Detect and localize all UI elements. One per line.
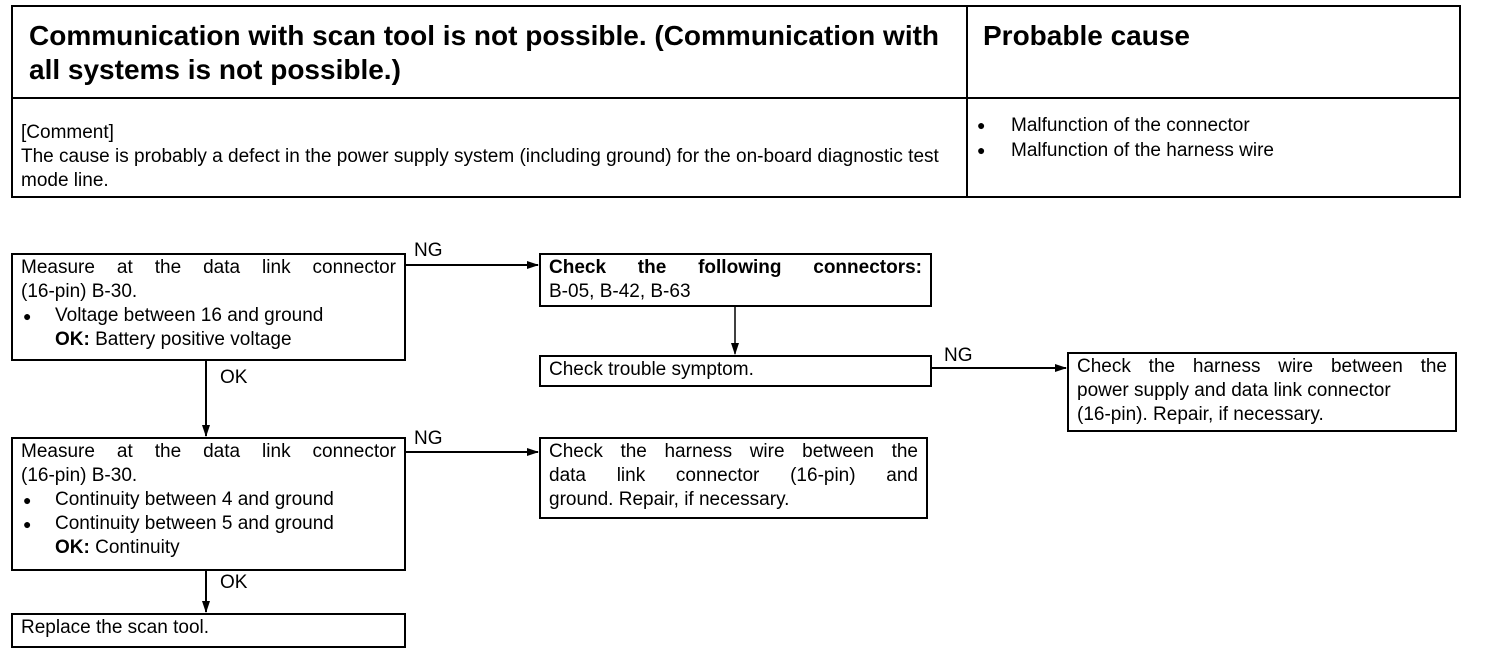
check-power-harness-box: Check the harness wire between the power… — [1067, 352, 1457, 432]
box3-text: Check trouble symptom. — [549, 359, 754, 380]
box6-line1: Check the harness wire between the — [549, 441, 918, 462]
box2-line1: Check the following connectors: — [549, 257, 922, 278]
cause-list: Malfunction of the connector Malfunction… — [977, 113, 1274, 163]
ok-label: OK: — [55, 537, 90, 558]
box1-line2: (16-pin) B-30. — [21, 281, 138, 302]
page-title: Communication with scan tool is not poss… — [29, 20, 940, 85]
measure-voltage-box: Measure at the data link connector (16-p… — [11, 253, 406, 361]
box1-bullet: Voltage between 16 and ground — [21, 304, 396, 328]
ok-label-2: OK — [220, 572, 248, 593]
comment-block: [Comment] The cause is probably a defect… — [21, 121, 961, 193]
box1-line1: Measure at the data link connector — [21, 257, 396, 278]
header-table: Communication with scan tool is not poss… — [11, 5, 1461, 198]
check-symptom-box: Check trouble symptom. — [539, 355, 932, 387]
box5-line1: Measure at the data link connector — [21, 441, 396, 462]
ng-label-3: NG — [414, 428, 443, 449]
box4-line2: power supply and data link connector — [1077, 380, 1391, 401]
ng-label-1: NG — [414, 240, 443, 261]
comment-text: The cause is probably a defect in the po… — [21, 146, 939, 191]
ok-label-1: OK — [220, 367, 248, 388]
box6-line2: data link connector (16-pin) and — [549, 465, 918, 486]
box4-line1: Check the harness wire between the — [1077, 356, 1447, 377]
box2-line2: B-05, B-42, B-63 — [549, 281, 691, 302]
box1-ok: OK: Battery positive voltage — [21, 328, 396, 352]
box5-line2: (16-pin) B-30. — [21, 465, 138, 486]
ng-label-2: NG — [944, 345, 973, 366]
box4-line3: (16-pin). Repair, if necessary. — [1077, 404, 1324, 425]
ok-text: Continuity — [95, 537, 180, 558]
ok-label: OK: — [55, 329, 90, 350]
replace-scan-tool-box: Replace the scan tool. — [11, 613, 406, 648]
measure-continuity-box: Measure at the data link connector (16-p… — [11, 437, 406, 571]
box5-ok: OK: Continuity — [21, 536, 396, 560]
box7-text: Replace the scan tool. — [21, 617, 210, 638]
box5-bullet1: Continuity between 4 and ground — [21, 488, 396, 512]
table-divider-horizontal — [13, 97, 1459, 99]
box5-bullet2: Continuity between 5 and ground — [21, 512, 396, 536]
probable-cause-heading: Probable cause — [983, 20, 1190, 51]
table-divider-vertical — [966, 7, 968, 196]
cause-item: Malfunction of the harness wire — [977, 138, 1274, 163]
comment-label: [Comment] — [21, 122, 114, 143]
box6-line3: ground. Repair, if necessary. — [549, 489, 790, 510]
check-connectors-box: Check the following connectors: B-05, B-… — [539, 253, 932, 307]
ok-text: Battery positive voltage — [95, 329, 292, 350]
check-ground-harness-box: Check the harness wire between the data … — [539, 437, 928, 519]
cause-item: Malfunction of the connector — [977, 113, 1274, 138]
